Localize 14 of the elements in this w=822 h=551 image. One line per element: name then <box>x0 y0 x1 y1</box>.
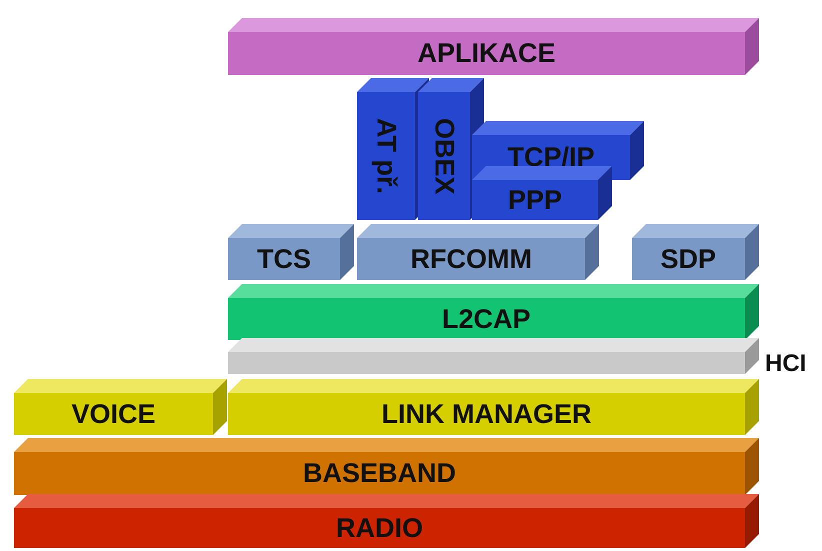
layer-label: TCP/IP <box>508 144 595 171</box>
layer-label: OBEX <box>430 118 458 194</box>
layer-label: SDP <box>660 246 716 272</box>
layer-label: TCS <box>257 246 311 272</box>
layer-label: VOICE <box>72 400 156 428</box>
layer-label: APLIKACE <box>418 40 556 67</box>
layer-label: L2CAP <box>442 306 531 332</box>
layer-label: LINK MANAGER <box>382 400 592 428</box>
layer-label: PPP <box>508 186 562 214</box>
layer-label: BASEBAND <box>303 460 456 487</box>
layer-label: AT př. <box>372 118 400 194</box>
layer-label: RFCOMM <box>410 246 532 272</box>
layer-caption: HCI <box>765 350 806 378</box>
layer-label: RADIO <box>336 514 423 542</box>
